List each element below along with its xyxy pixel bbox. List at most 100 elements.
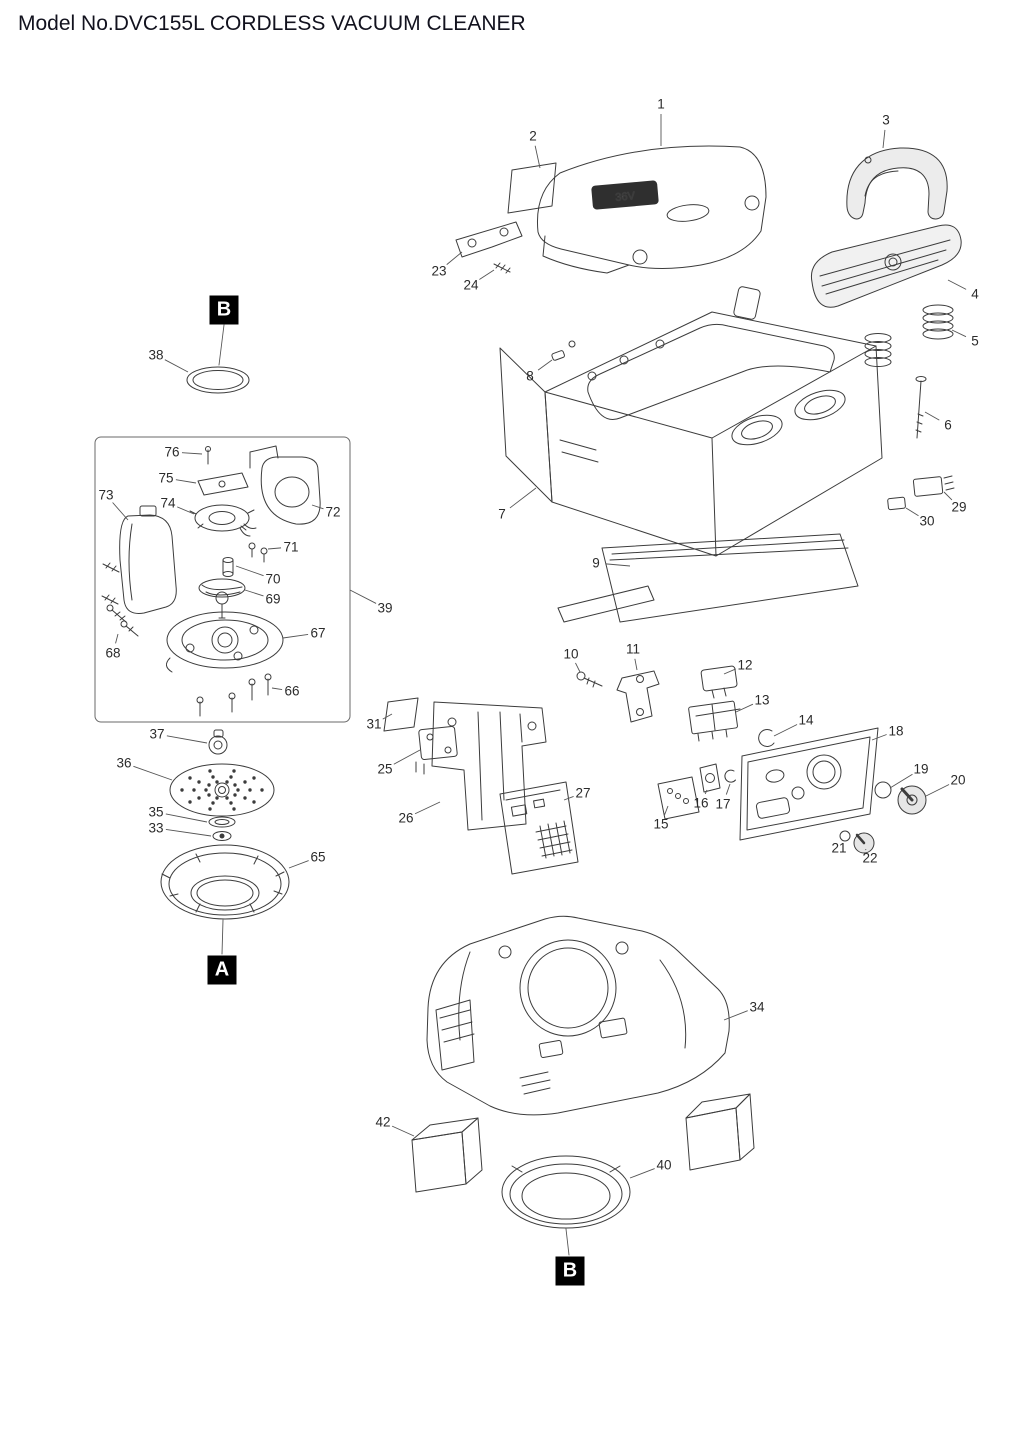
part-27-controller-pcb — [499, 781, 579, 875]
part-label-16: 16 — [693, 795, 709, 811]
part-68-screws — [106, 604, 139, 637]
part-72-motor-housing — [249, 445, 321, 525]
part-label-75: 75 — [158, 470, 174, 486]
part-label-72: 72 — [325, 504, 341, 520]
part-label-69: 69 — [265, 591, 281, 607]
part-label-10: 10 — [563, 646, 579, 662]
part-label-33: 33 — [148, 820, 164, 836]
part-label-65: 65 — [310, 849, 326, 865]
part-29-micro-switch — [887, 475, 955, 511]
part-65-baffle-ring — [160, 844, 290, 920]
part-25-sensor-board — [415, 725, 458, 775]
unlabeled-box — [685, 1093, 755, 1171]
part-label-19: 19 — [913, 761, 929, 777]
part-label-20: 20 — [950, 772, 966, 788]
part-label-14: 14 — [798, 712, 814, 728]
part-34-bottom-housing — [426, 915, 730, 1116]
part-67-fan-housing — [166, 611, 284, 673]
part-label-15: 15 — [653, 816, 669, 832]
part-label-2: 2 — [529, 128, 537, 144]
page-title: Model No.DVC155L CORDLESS VACUUM CLEANER — [18, 12, 526, 35]
part-4-grill-cover — [810, 224, 962, 308]
part-label-18: 18 — [888, 723, 904, 739]
cover-badge-text: 36V — [615, 190, 636, 204]
callout-leader-lines — [112, 114, 967, 1179]
part-label-3: 3 — [882, 112, 890, 128]
part-23-latch-bracket — [455, 221, 523, 274]
part-7-tank-housing — [499, 286, 883, 557]
part-label-22: 22 — [862, 850, 878, 866]
part-label-4: 4 — [971, 286, 979, 302]
part-26-bracket-plate — [431, 701, 547, 831]
part-35-ring — [208, 816, 236, 828]
part-16-lever — [699, 763, 721, 793]
part-38-seal-ring — [186, 366, 250, 394]
marker-connector-lines — [218, 324, 570, 1256]
part-5-spring — [864, 304, 954, 367]
section-marker-b-0: B — [209, 295, 239, 325]
part-17-c-clip-small — [724, 769, 736, 783]
part-label-36: 36 — [116, 755, 132, 771]
part-label-35: 35 — [148, 804, 164, 820]
part-label-66: 66 — [284, 683, 300, 699]
part-39-motor-assembly-box — [94, 436, 351, 723]
part-label-21: 21 — [831, 840, 847, 856]
part-label-29: 29 — [951, 499, 967, 515]
part-label-17: 17 — [715, 796, 731, 812]
part-label-12: 12 — [737, 657, 753, 673]
part-label-1: 1 — [657, 96, 665, 112]
part-6-screw — [915, 376, 927, 439]
part-19-cap — [874, 781, 892, 799]
part-label-34: 34 — [749, 999, 765, 1015]
part-14-c-clip — [758, 728, 775, 747]
part-label-70: 70 — [265, 571, 281, 587]
part-label-73: 73 — [98, 487, 114, 503]
part-label-71: 71 — [283, 539, 299, 555]
part-label-8: 8 — [526, 368, 534, 384]
part-label-7: 7 — [498, 506, 506, 522]
part-9-filter-plate — [557, 533, 859, 623]
part-74-field-stator — [189, 504, 257, 537]
part-label-9: 9 — [592, 555, 600, 571]
part-8-small-parts — [551, 340, 576, 361]
part-label-11: 11 — [625, 641, 641, 657]
part-label-67: 67 — [310, 625, 326, 641]
part-label-39: 39 — [377, 600, 393, 616]
part-1-top-cover: 36V — [536, 145, 767, 274]
part-label-68: 68 — [105, 645, 121, 661]
part-label-23: 23 — [431, 263, 447, 279]
part-31-label-sticker — [383, 697, 419, 732]
part-37-retainer — [208, 729, 228, 755]
part-label-30: 30 — [919, 513, 935, 529]
part-label-27: 27 — [575, 785, 591, 801]
part-18-control-panel — [739, 727, 879, 841]
part-2-label-sticker — [507, 162, 557, 214]
part-75-plate — [197, 472, 249, 496]
part-10-screw — [576, 671, 603, 688]
part-36-perforated-disc — [169, 763, 275, 817]
part-11-holder — [616, 670, 660, 723]
part-label-42: 42 — [375, 1114, 391, 1130]
part-76-screw — [205, 446, 211, 465]
part-20-knob — [897, 785, 927, 815]
part-71-brush-parts — [248, 542, 268, 563]
part-label-40: 40 — [656, 1157, 672, 1173]
part-label-6: 6 — [944, 417, 952, 433]
part-33-nut — [212, 831, 232, 841]
part-label-37: 37 — [149, 726, 165, 742]
part-3-carry-handle — [846, 147, 948, 220]
part-13-terminal-block — [688, 700, 741, 742]
part-12-switch — [700, 665, 738, 699]
part-66-screws — [196, 673, 272, 717]
part-label-74: 74 — [160, 495, 176, 511]
part-42-box — [411, 1117, 483, 1193]
part-label-38: 38 — [148, 347, 164, 363]
part-15-led-board — [657, 776, 700, 820]
part-73-air-duct — [101, 505, 177, 614]
part-label-5: 5 — [971, 333, 979, 349]
part-22-knob-small — [853, 832, 875, 854]
part-label-31: 31 — [366, 716, 382, 732]
part-label-13: 13 — [754, 692, 770, 708]
